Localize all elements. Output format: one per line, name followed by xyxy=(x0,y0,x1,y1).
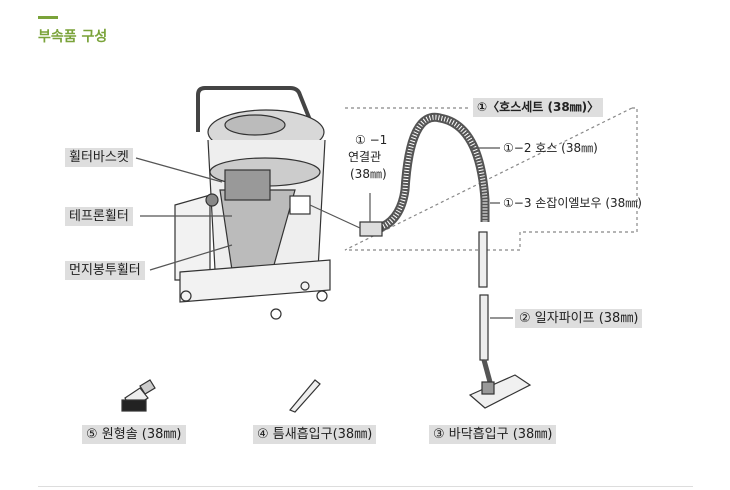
label-connector-number: ① −1 xyxy=(355,133,388,147)
round-brush-drawing xyxy=(121,379,156,412)
label-elbow: ①−3 손잡이엘보우 (38㎜) xyxy=(503,196,642,210)
label-round-brush: ⑤ 원형솔 (38㎜) xyxy=(82,425,186,444)
vacuum-cleaner-drawing xyxy=(174,86,331,320)
bottom-divider xyxy=(38,486,693,487)
floor-nozzle-drawing xyxy=(468,359,532,409)
title-accent-bar xyxy=(38,16,58,19)
hose-set-box xyxy=(344,107,638,251)
label-crevice-nozzle: ④ 틈새흡입구(38㎜) xyxy=(253,425,377,444)
label-connector-size: (38㎜) xyxy=(350,167,387,181)
label-teflon-filter: 테프론휠터 xyxy=(65,207,133,226)
label-filter-basket: 휠터바스켓 xyxy=(65,148,133,167)
label-hose-set: ①〈호스세트 (38㎜)〉 xyxy=(473,98,604,117)
label-floor-nozzle: ③ 바닥흡입구 (38㎜) xyxy=(429,425,557,444)
pipe-drawing xyxy=(478,231,488,288)
connector-drawing xyxy=(359,221,383,237)
label-connector-name: 연결관 xyxy=(348,150,382,164)
page-title: 부속품 구성 xyxy=(38,29,108,45)
label-dust-bag-filter: 먼지봉투휠터 xyxy=(65,261,145,280)
crevice-tool-drawing xyxy=(289,379,321,413)
label-hose: ①−2 호스 (38㎜) xyxy=(503,141,598,155)
label-straight-pipe: ② 일자파이프 (38㎜) xyxy=(515,309,643,328)
